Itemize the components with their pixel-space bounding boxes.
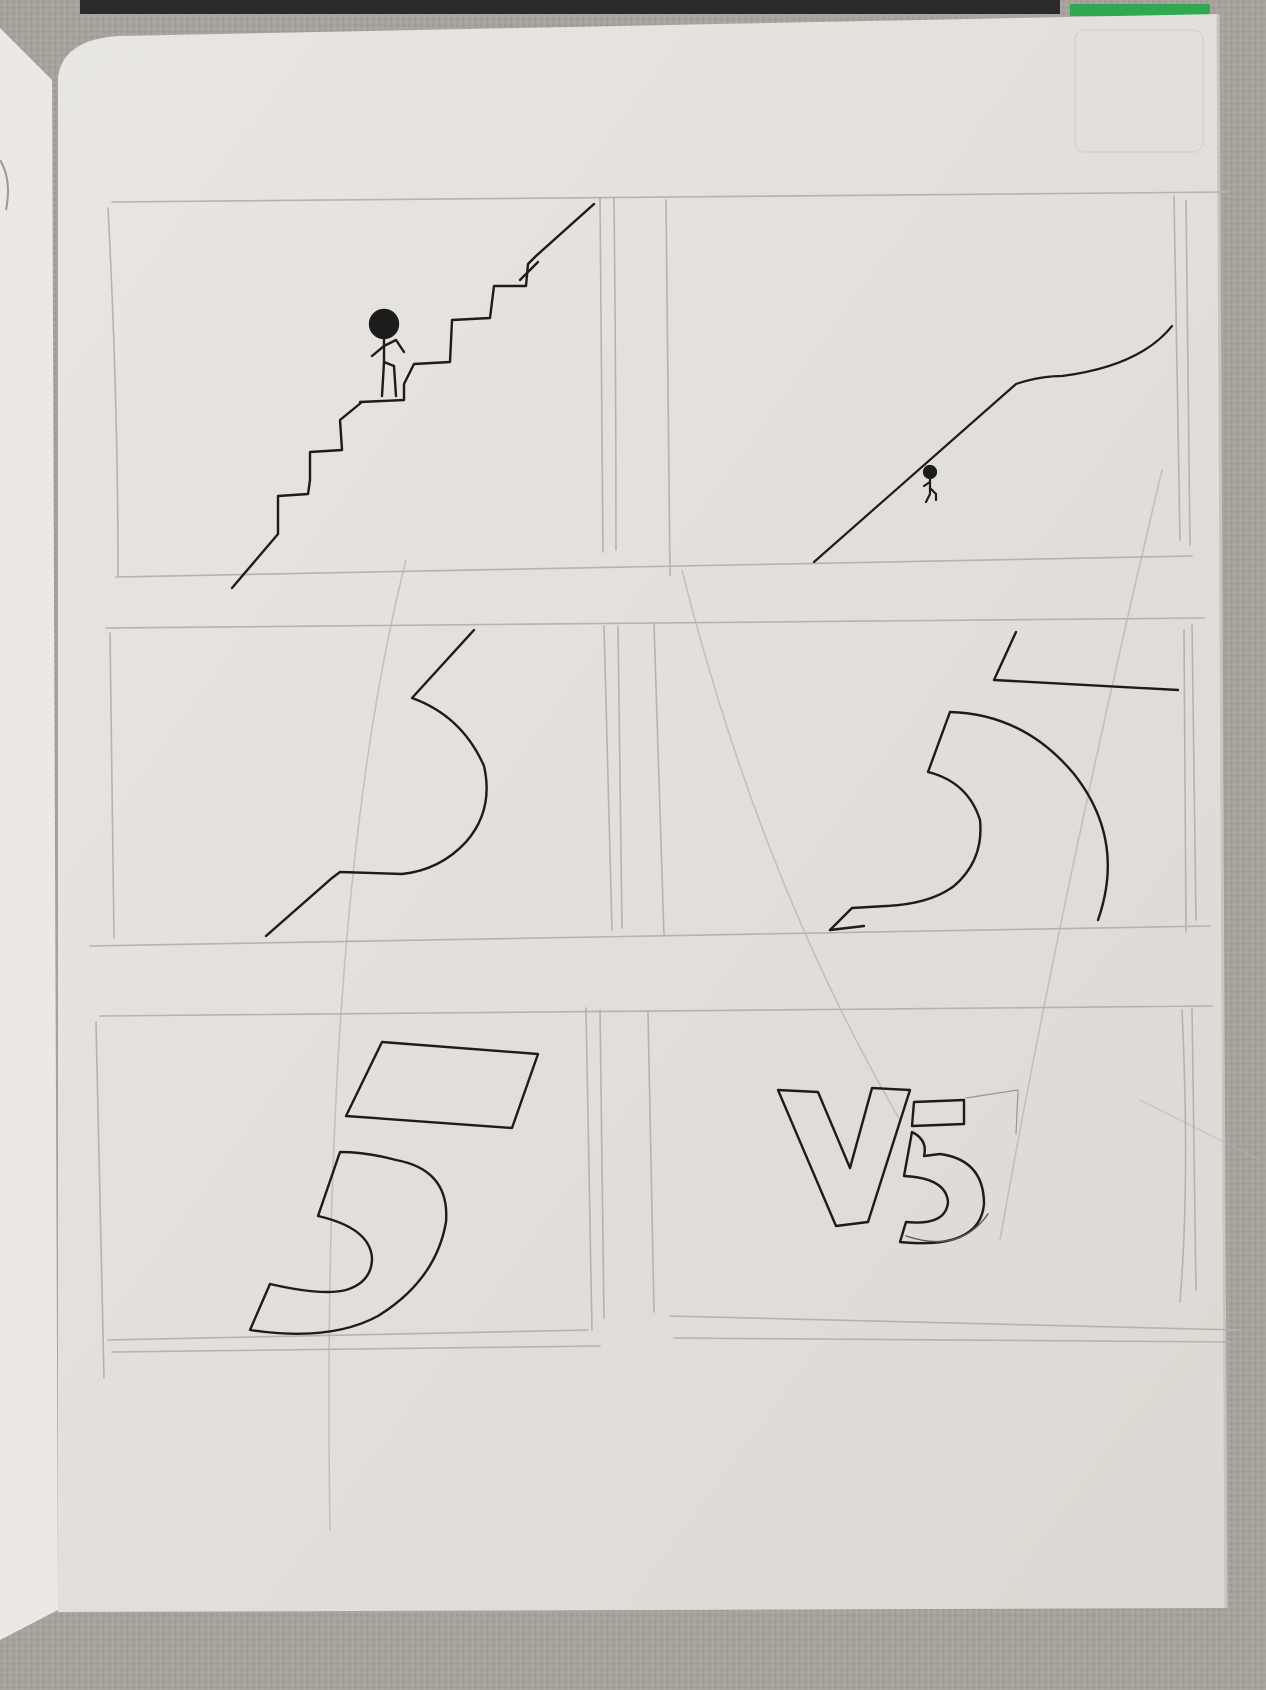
panel-6-v5-logo <box>776 1086 1019 1245</box>
panel-3-five-curve <box>264 628 488 938</box>
panel-4-five-drawing <box>828 630 1180 932</box>
left-page <box>0 28 58 1640</box>
cover-green-edge <box>1070 4 1210 16</box>
panel-1-stairs-drawing <box>230 202 596 590</box>
panel-2-slope-drawing <box>812 324 1174 564</box>
storyboard-grid <box>89 191 1261 1531</box>
sketch-page <box>58 14 1226 1612</box>
stick-figure-head <box>368 308 400 340</box>
small-figure-head <box>922 464 938 480</box>
logo-letter-v <box>776 1086 912 1228</box>
panel-5-block-five <box>248 1040 540 1335</box>
cover-edge <box>80 0 1060 14</box>
